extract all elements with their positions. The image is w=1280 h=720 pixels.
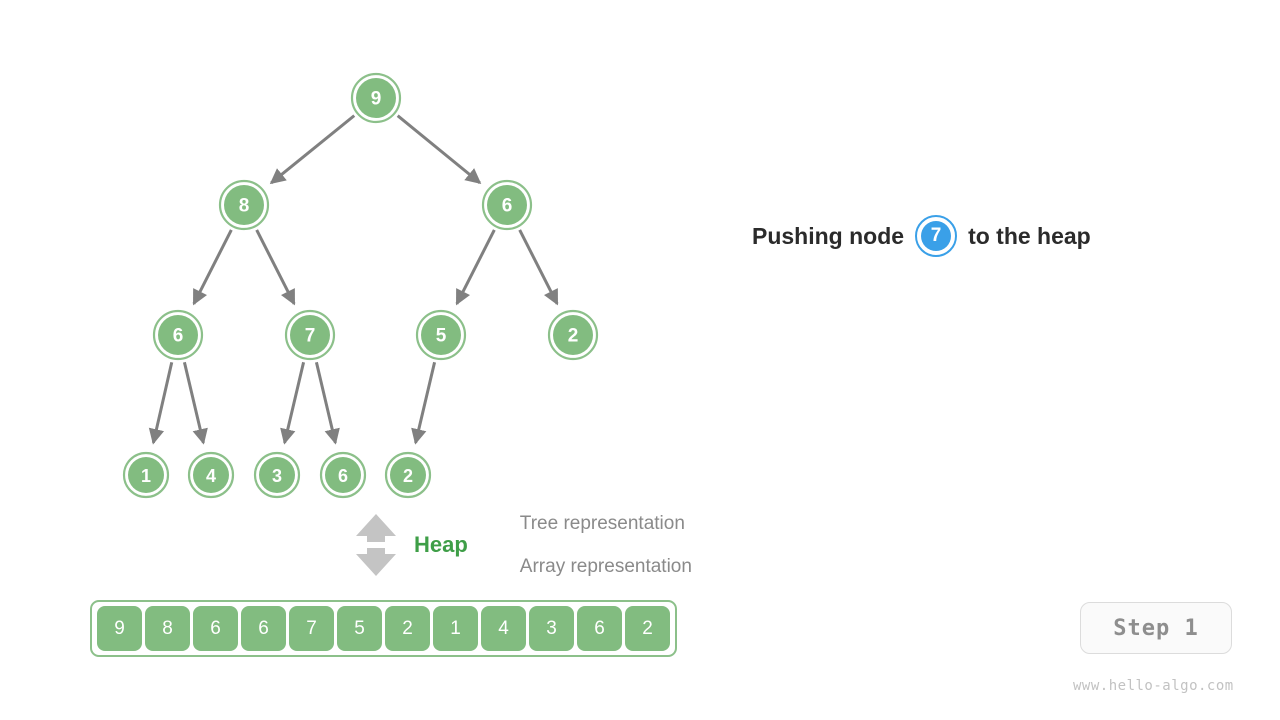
array-cell[interactable]: 6 [193,606,238,651]
tree-node-value: 2 [403,466,413,486]
tree-node-disc [128,457,164,493]
tree-node[interactable]: 3 [253,451,301,499]
tree-edge [314,361,340,445]
step-badge: Step 1 [1080,602,1232,654]
tree-node-value: 6 [338,466,348,486]
tree-node-disc [553,315,593,355]
heap-label: Heap [414,532,468,557]
tree-edge [255,229,296,306]
array-cell[interactable]: 4 [481,606,526,651]
array-cell[interactable]: 6 [241,606,286,651]
tree-node-value: 3 [272,466,282,486]
tree-node-disc [390,457,426,493]
array-cell[interactable]: 2 [385,606,430,651]
tree-edge [269,114,356,185]
tree-node[interactable]: 6 [319,451,367,499]
caption-node-chip: 7 [915,215,958,257]
tree-node-disc [421,315,461,355]
array-cell[interactable]: 6 [577,606,622,651]
tree-node-disc [356,78,396,118]
tree-node-value: 6 [173,326,184,347]
tree-node[interactable]: 5 [415,309,467,361]
tree-node-disc [487,185,527,225]
tree-node[interactable]: 4 [187,451,235,499]
tree-node[interactable]: 2 [547,309,599,361]
tree-node[interactable]: 2 [384,451,432,499]
tree-node-disc [259,457,295,493]
tree-edge [280,361,306,445]
array-cell[interactable]: 8 [145,606,190,651]
tree-node-value: 7 [305,326,316,347]
tree-node[interactable]: 9 [350,72,402,124]
tree-node-disc [193,457,229,493]
tree-node-value: 2 [568,326,579,347]
tree-edge [192,229,233,306]
tree-node-value: 6 [502,196,513,217]
array-cell[interactable]: 9 [97,606,142,651]
tree-edge [455,229,496,306]
binary-tree-diagram: 9 8 6 6 7 5 2 1 4 3 6 2 [122,72,599,499]
tree-node[interactable]: 6 [152,309,204,361]
array-cell[interactable]: 2 [625,606,670,651]
tree-node[interactable]: 6 [481,179,533,231]
tree-node[interactable]: 1 [122,451,170,499]
tree-edge [518,229,559,306]
caption-suffix: to the heap [968,222,1091,249]
tree-node[interactable]: 7 [284,309,336,361]
tree-node-value: 8 [239,196,250,217]
tree-node-disc [158,315,198,355]
tree-node-disc [325,457,361,493]
tree-nodes: 9 8 6 6 7 5 2 1 4 3 6 2 [122,72,599,499]
representation-legend: Heap Tree representation Array represent… [352,512,692,578]
array-cell[interactable]: 5 [337,606,382,651]
representation-labels: Tree representation Array representation [520,513,692,578]
tree-node-value: 5 [436,326,447,347]
caption-node-value: 7 [921,221,952,251]
array-representation-label: Array representation [519,555,692,577]
tree-node-value: 1 [141,466,151,486]
array-cell[interactable]: 3 [529,606,574,651]
tree-edge [148,361,174,445]
tree-node[interactable]: 8 [218,179,270,231]
tree-edge [182,361,208,445]
tree-node-value: 4 [206,466,216,486]
tree-node-disc [224,185,264,225]
caption-pushing-node: Pushing node 7 to the heap [752,215,1091,257]
tree-node-disc [290,315,330,355]
array-cell[interactable]: 1 [433,606,478,651]
tree-edges [148,114,559,445]
caption-prefix: Pushing node [752,222,905,249]
double-arrow-icon [356,514,396,576]
tree-edge [411,361,437,445]
array-cell[interactable]: 7 [289,606,334,651]
tree-representation-label: Tree representation [519,512,685,534]
tree-node-value: 9 [371,89,382,110]
tree-edge [396,114,482,185]
footer-url: www.hello-algo.com [1073,678,1234,694]
